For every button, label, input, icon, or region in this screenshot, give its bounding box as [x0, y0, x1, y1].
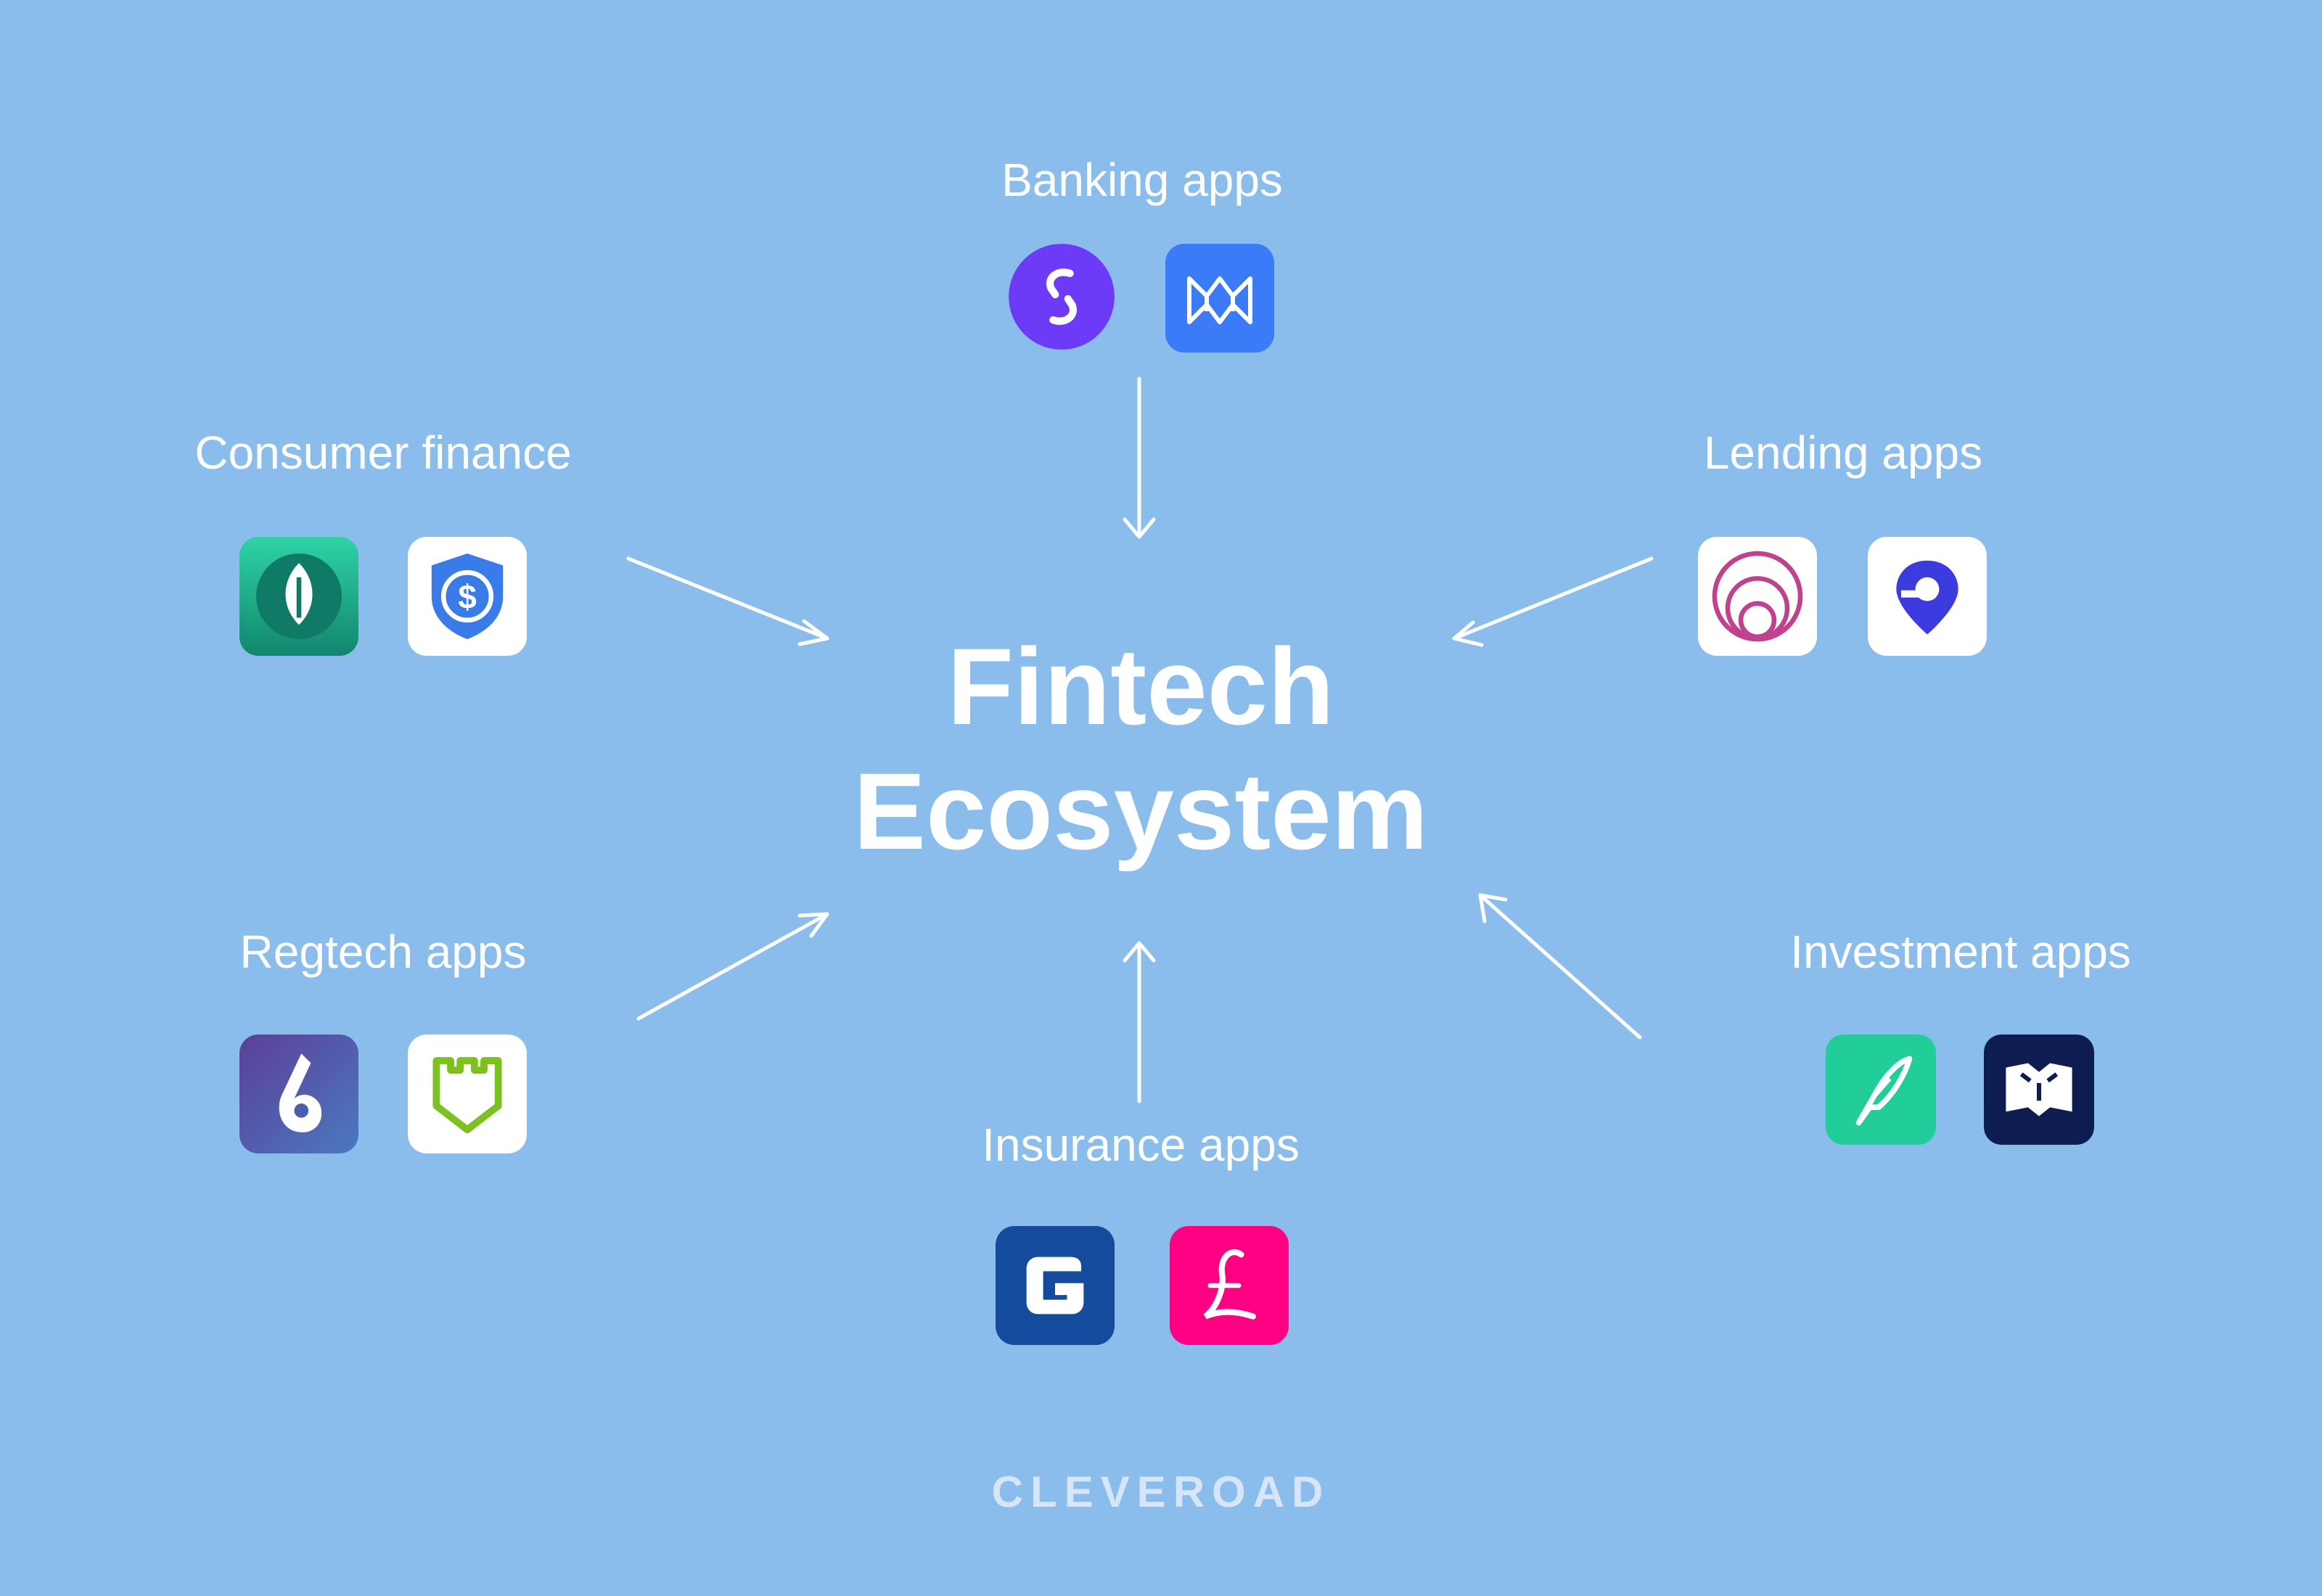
center-title-line1: Fintech: [947, 625, 1334, 747]
concentric-circles-icon[interactable]: [1698, 537, 1817, 656]
consumer-title: Consumer finance: [194, 427, 572, 479]
center-title-line2: Ecosystem: [853, 750, 1429, 872]
lending-title: Lending apps: [1703, 427, 1983, 479]
investment-title: Investment apps: [1790, 926, 2131, 978]
starling-bank-icon[interactable]: [1009, 244, 1115, 350]
insurance-title: Insurance apps: [982, 1119, 1300, 1171]
svg-text:$: $: [458, 577, 477, 615]
location-pin-icon[interactable]: [1868, 537, 1987, 656]
book-building-icon[interactable]: [1984, 1034, 2094, 1145]
robinhood-feather-icon[interactable]: [1826, 1034, 1936, 1145]
banking-title: Banking apps: [1001, 154, 1283, 206]
geico-g-icon[interactable]: [996, 1226, 1115, 1345]
mint-leaf-icon[interactable]: [239, 537, 358, 656]
arrow-insurance: [1123, 941, 1156, 1103]
lemonade-l-icon[interactable]: [1170, 1226, 1289, 1345]
dollar-shield-icon[interactable]: $: [408, 537, 527, 656]
shield-badge-icon[interactable]: [408, 1034, 527, 1153]
cleveroad-logo: CLEVEROAD: [991, 1468, 1331, 1516]
arrow-banking: [1123, 377, 1156, 539]
arrow-consumer: [626, 556, 829, 646]
regtech-title: Regtech apps: [239, 926, 527, 978]
six-drop-icon[interactable]: [239, 1034, 358, 1153]
arrow-investment: [1478, 893, 1642, 1040]
arrow-lending: [1452, 556, 1654, 647]
arrow-regtech: [636, 912, 829, 1021]
monzo-icon[interactable]: [1165, 244, 1274, 353]
center-title: Fintech Ecosystem: [853, 624, 1428, 873]
